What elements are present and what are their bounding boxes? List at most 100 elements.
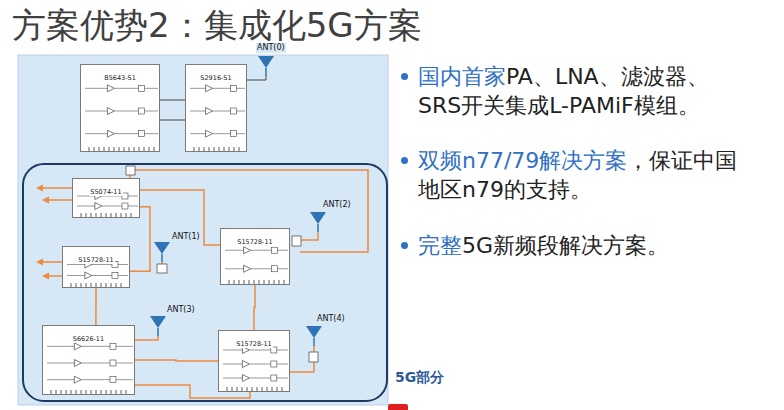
amp-symbol xyxy=(95,203,102,210)
amp-symbol xyxy=(242,361,249,368)
trace-line xyxy=(223,378,242,379)
pin-mark xyxy=(219,147,220,151)
bullet-dot xyxy=(401,73,408,80)
pin-mark xyxy=(134,147,135,151)
arrow-head xyxy=(36,259,43,266)
signal-wire xyxy=(130,170,368,252)
chip-module: B5643-S1 xyxy=(80,64,160,152)
slide-title: 方案优势2：集成化5G方案 xyxy=(12,4,422,46)
trace-line xyxy=(114,133,138,134)
trace-line xyxy=(128,206,138,207)
pin-mark xyxy=(101,390,102,394)
trace-line xyxy=(190,111,206,112)
switch-symbol xyxy=(231,85,237,91)
pin-mark xyxy=(91,213,92,217)
trace-line xyxy=(118,264,128,265)
antenna-label: ANT(4) xyxy=(316,314,346,324)
trace-line xyxy=(237,111,245,112)
pin-mark xyxy=(111,283,112,287)
pin-mark xyxy=(124,147,125,151)
antenna-symbol xyxy=(258,56,274,68)
trace-line xyxy=(213,111,231,112)
pin-mark xyxy=(56,390,57,394)
pin-mark xyxy=(244,280,245,284)
bullet-dot xyxy=(401,242,408,249)
trace-line xyxy=(81,346,110,347)
pin-mark xyxy=(51,390,52,394)
trace-line xyxy=(249,378,270,379)
pin-mark xyxy=(106,213,107,217)
pin-mark xyxy=(106,390,107,394)
pin-mark xyxy=(89,147,90,151)
pin-mark xyxy=(109,147,110,151)
diagram-background xyxy=(18,55,388,405)
pin-mark xyxy=(106,283,107,287)
signal-line xyxy=(95,288,97,325)
switch-box xyxy=(292,236,301,246)
highlight-text: 国内首家 xyxy=(418,64,506,89)
pin-mark xyxy=(94,147,95,151)
pin-mark xyxy=(96,213,97,217)
chip-module: S5074-11 xyxy=(72,178,140,218)
pin-mark xyxy=(131,213,132,217)
switch-symbol xyxy=(110,343,116,349)
antenna-symbol xyxy=(150,316,166,328)
pin-mark xyxy=(104,147,105,151)
pin-mark xyxy=(264,280,265,284)
trace-line xyxy=(118,275,128,276)
antenna-symbol xyxy=(313,338,315,346)
antenna-symbol xyxy=(157,328,159,336)
pin-mark xyxy=(91,390,92,394)
switch-symbol xyxy=(110,360,116,366)
pin-mark xyxy=(116,283,117,287)
amp-symbol xyxy=(107,85,114,92)
pin-mark xyxy=(279,280,280,284)
amp-symbol xyxy=(242,375,249,382)
switch-symbol xyxy=(271,375,277,381)
trace-line xyxy=(249,350,270,351)
pin-mark xyxy=(239,147,240,151)
pin-mark xyxy=(139,147,140,151)
trace-line xyxy=(190,133,206,134)
part-number: S5074-11 xyxy=(89,188,122,196)
amp-symbol xyxy=(244,265,251,272)
switch-symbol xyxy=(122,193,128,199)
trace-line xyxy=(47,379,74,380)
trace-line xyxy=(81,379,110,380)
pin-mark xyxy=(76,283,77,287)
pin-mark xyxy=(282,387,283,391)
amp-symbol xyxy=(74,343,81,350)
pin-mark xyxy=(81,390,82,394)
pin-mark xyxy=(259,280,260,284)
trace-line xyxy=(277,350,288,351)
trace-line xyxy=(223,350,242,351)
trace-line xyxy=(145,111,158,112)
switch-box xyxy=(309,352,318,362)
amp-symbol xyxy=(74,376,81,383)
trace-line xyxy=(67,264,85,265)
trace-line xyxy=(251,268,272,269)
pin-mark xyxy=(214,147,215,151)
switch-symbol xyxy=(112,273,118,279)
trace-line xyxy=(67,275,85,276)
part-number: S6626-11 xyxy=(72,335,105,343)
pin-mark xyxy=(247,387,248,391)
trace-line xyxy=(128,196,138,197)
antenna-label: ANT(3) xyxy=(166,305,196,315)
chip-module: S15728-11 xyxy=(220,228,290,285)
trace-line xyxy=(81,363,110,364)
trace-line xyxy=(225,250,244,251)
pin-mark xyxy=(252,387,253,391)
trace-line xyxy=(116,346,133,347)
antenna-symbol xyxy=(265,68,267,76)
pin-mark xyxy=(99,147,100,151)
trace-line xyxy=(85,88,107,89)
amp-symbol xyxy=(244,247,251,254)
trace-line xyxy=(225,268,244,269)
part-number: S15728-11 xyxy=(77,256,114,264)
pin-mark xyxy=(81,213,82,217)
trace-line xyxy=(277,268,288,269)
amp-symbol xyxy=(74,360,81,367)
body-text: 5G新频段解决方案。 xyxy=(462,233,669,258)
